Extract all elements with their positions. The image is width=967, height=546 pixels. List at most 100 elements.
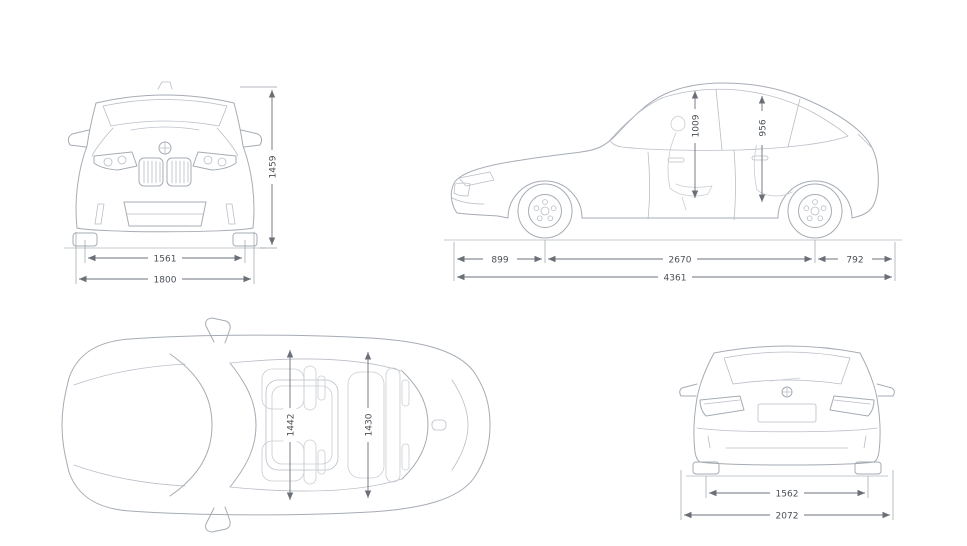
dimension-label: 792 [846,256,863,266]
sunroof [265,379,339,471]
side-view-drawing [444,82,902,241]
dimension-label: 2072 [776,512,799,522]
front-view: 1459 1561 1800 [64,81,279,286]
windshield-top-arc [229,362,257,488]
dim-rear-overhang: 792 [818,252,892,266]
rear-wiper [769,377,801,382]
dim-front-overhang: 899 [457,252,542,266]
roof-antenna-icon [157,81,173,90]
bumper-line [696,427,878,433]
hood-contour-top [73,363,186,386]
roof-line [95,94,235,104]
dimension-label: 4361 [664,274,687,284]
front-view-drawing [64,81,266,249]
sunroof-inner [271,385,333,465]
roof-line [713,345,861,354]
dim-front-width: 1800 [75,232,255,286]
roof-side-bottom [229,478,403,492]
dimension-label: 1562 [776,490,799,500]
dim-front-interior-width: 1442 [283,350,297,500]
body-side-right [242,145,255,229]
hood-crease-right [216,127,239,157]
dim-front-headroom: 1009 [688,91,702,198]
dimension-label: 1800 [154,276,177,286]
taillight-right [829,395,875,417]
wheel-rear [787,183,843,239]
dim-rear-headroom: 956 [755,96,769,202]
dim-front-track: 1561 [84,240,246,265]
dim-front-height: 1459 [240,86,279,249]
bmw-roundel-icon [158,141,172,155]
mirror-left [679,383,698,397]
a-pillar-right [233,102,244,147]
antenna-fin-icon [431,419,447,431]
mirror-top [205,317,231,344]
side-intake-right [225,203,236,225]
body-silhouette [450,82,879,219]
body-outline [61,334,491,516]
dim-length: 4361 [457,270,892,284]
grille-side [453,182,471,197]
dim-wheelbase: 2670 [548,252,812,266]
rear-window-arc [401,370,429,480]
bumper-bottom [699,461,875,466]
front-bumper-line [451,197,485,205]
a-pillar-left [86,102,97,147]
mirror-left [67,129,90,148]
rear-window [723,351,851,385]
side-intake-left [94,203,105,225]
side-glass [609,88,849,151]
body-side-right [859,352,881,463]
tire-left [692,461,720,475]
dimension-label: 899 [491,256,508,266]
dim-rear-track: 1562 [705,476,869,500]
c-pillar-line [787,98,801,148]
reflector-right [863,435,867,449]
door-seam-front [647,151,650,220]
kidney-grille [138,157,192,187]
dimension-label: 1561 [154,255,177,265]
body-side-left [693,352,715,463]
dimension-label: 956 [759,119,769,136]
door-handle-front [667,157,685,163]
dimension-label: 1459 [269,155,279,178]
top-view-drawing [61,317,491,533]
bumper-bottom [76,227,254,233]
body-side-left [75,145,88,229]
tire-right [854,461,882,475]
extension-lines [453,240,896,281]
rear-bench-ghost [347,367,410,483]
hood-center-line [130,126,200,131]
taillight-left [699,395,745,417]
dimension-label: 1430 [365,413,375,436]
front-seat-left-ghost [261,365,326,411]
dim-width-with-mirrors: 2072 [680,470,894,522]
front-seat-right-ghost [261,439,326,485]
windshield-base-arc [169,353,213,497]
b-pillar [715,88,723,151]
front-seat-ghost [667,115,713,211]
reflector-left [707,435,711,449]
dimension-label: 1009 [692,114,702,137]
roof-side-top [229,358,403,372]
bumper-intake [123,201,207,227]
top-view: 1442 1430 [61,317,491,533]
hood-contour-bottom [73,464,186,487]
rear-view-drawing [679,345,895,477]
side-view: 1009 956 899 2670 792 [444,82,902,284]
taillight-side [857,133,873,149]
mirror-right [876,383,895,397]
dim-rear-interior-width: 1430 [361,352,375,498]
wheel-front [517,183,573,239]
windshield [102,99,228,127]
dimension-label: 2670 [669,256,692,266]
rear-view: 1562 2072 [679,345,895,522]
license-plate [757,403,817,423]
tailgate-edge [451,379,469,471]
hood-crease-left [91,127,114,157]
dimension-label: 1442 [287,414,297,437]
headlight-right [192,151,237,171]
door-seam-rear [733,149,736,221]
